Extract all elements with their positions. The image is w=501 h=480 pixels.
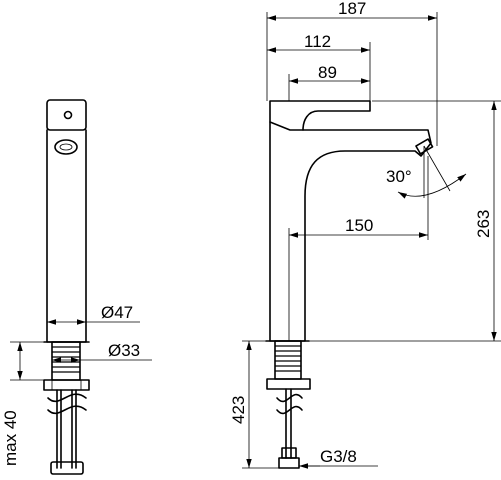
front-shank	[51, 341, 81, 381]
front-body	[46, 129, 87, 343]
total-reach-label: 187	[338, 0, 366, 18]
dim-arc-lever-angle	[397, 173, 467, 199]
spout-reach-label: 150	[345, 216, 373, 235]
front-aerator	[54, 139, 78, 155]
side-shank	[274, 340, 302, 380]
connection-label: G3/8	[320, 447, 357, 466]
side-view	[265, 100, 434, 469]
side-body-spout	[269, 121, 432, 342]
front-nut	[43, 379, 90, 391]
front-dimensions: Ø47 Ø33 max 40	[1, 303, 152, 466]
lever-reach-label: 112	[304, 32, 331, 51]
max-thickness-label: max 40	[1, 410, 20, 466]
front-hoses	[56, 389, 77, 469]
side-dimensions: 187 112 89 150 263 30° 423 G3/8	[229, 0, 501, 469]
side-nut	[266, 378, 311, 390]
hose-length-label: 423	[229, 396, 248, 424]
front-view	[43, 99, 90, 475]
shank-diameter-label: Ø33	[108, 341, 140, 360]
front-lever-indicator	[63, 110, 73, 120]
side-hose-fitting	[281, 447, 297, 459]
side-lever	[269, 100, 371, 131]
front-lever	[46, 99, 87, 131]
lever-length-label: 89	[318, 63, 337, 82]
lever-angle-label: 30°	[386, 167, 412, 186]
body-diameter-label: Ø47	[101, 303, 133, 322]
front-hose-fittings	[50, 461, 84, 475]
height-label: 263	[474, 210, 493, 238]
